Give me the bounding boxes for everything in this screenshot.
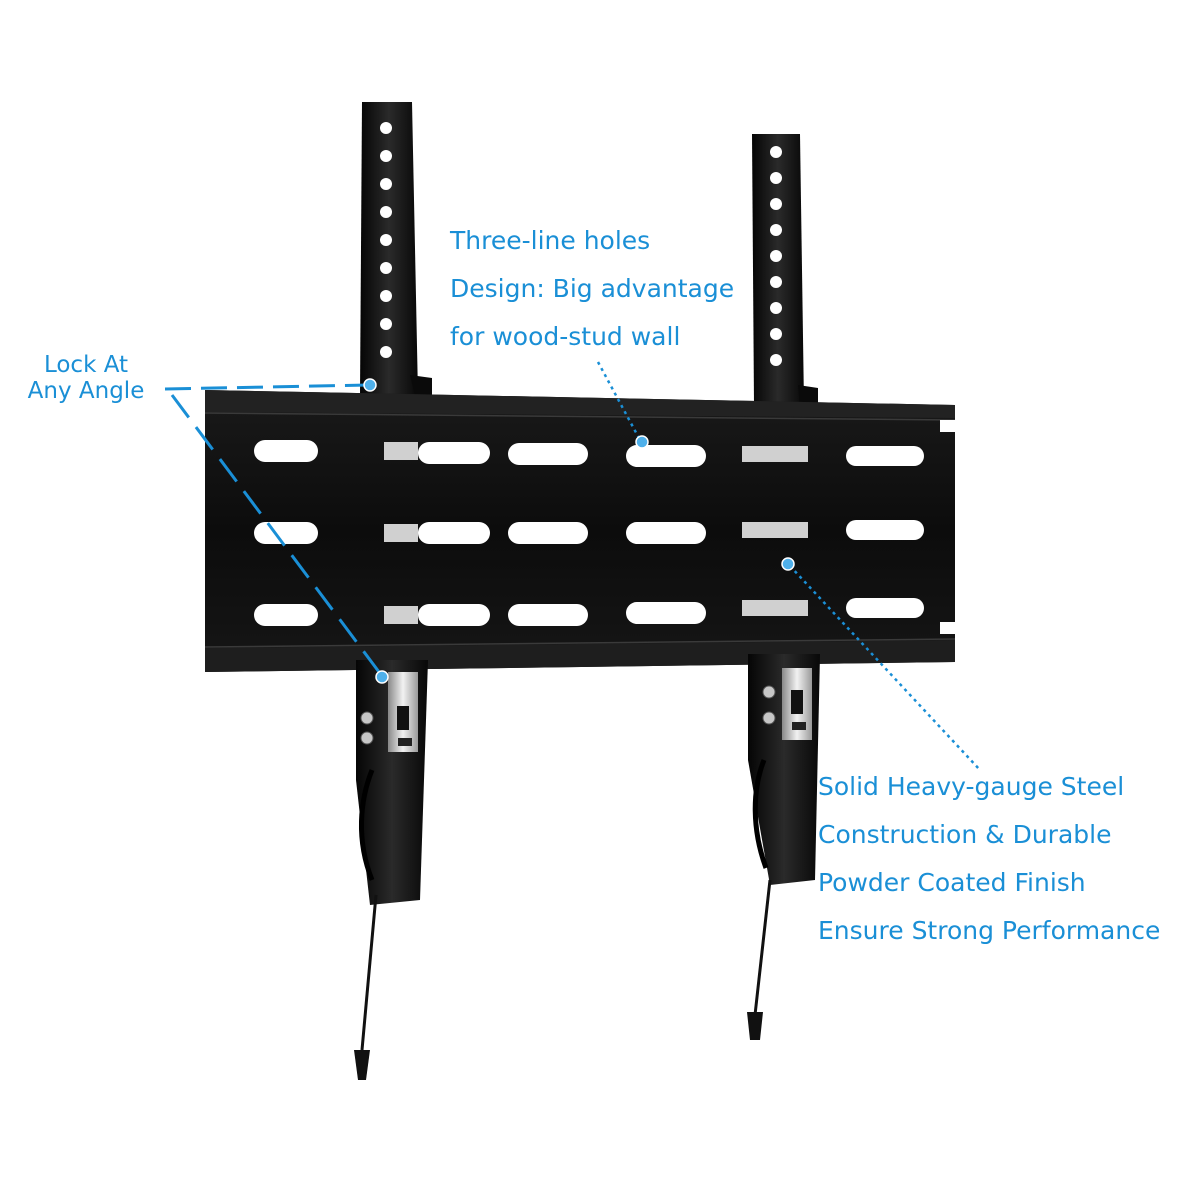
callout-steel-line-1: Solid Heavy-gauge Steel bbox=[818, 772, 1125, 801]
callout-lock-line-2: Any Angle bbox=[27, 378, 145, 404]
callout-lock-angle: Lock At Any Angle bbox=[16, 352, 156, 404]
callout-heavy-gauge-steel: Solid Heavy-gauge Steel Construction & D… bbox=[818, 768, 1160, 960]
callout-lock-line-1: Lock At bbox=[43, 352, 129, 378]
callout-steel-line-2: Construction & Durable bbox=[818, 820, 1112, 849]
callout-steel-line-3: Powder Coated Finish bbox=[818, 868, 1086, 897]
lower-left-arm bbox=[354, 660, 428, 1080]
callout-leaders bbox=[164, 361, 981, 771]
callout-holes-line-3: for wood-stud wall bbox=[450, 322, 681, 351]
upper-right-arm bbox=[752, 134, 818, 408]
lower-right-arm bbox=[747, 654, 820, 1040]
wall-plate bbox=[204, 390, 956, 672]
upper-left-arm bbox=[360, 102, 432, 400]
callout-holes-line-2: Design: Big advantage bbox=[450, 274, 735, 303]
callout-three-line-holes: Three-line holes Design: Big advantage f… bbox=[450, 222, 734, 366]
callout-steel-line-4: Ensure Strong Performance bbox=[818, 916, 1161, 945]
callout-holes-line-1: Three-line holes bbox=[450, 226, 651, 255]
